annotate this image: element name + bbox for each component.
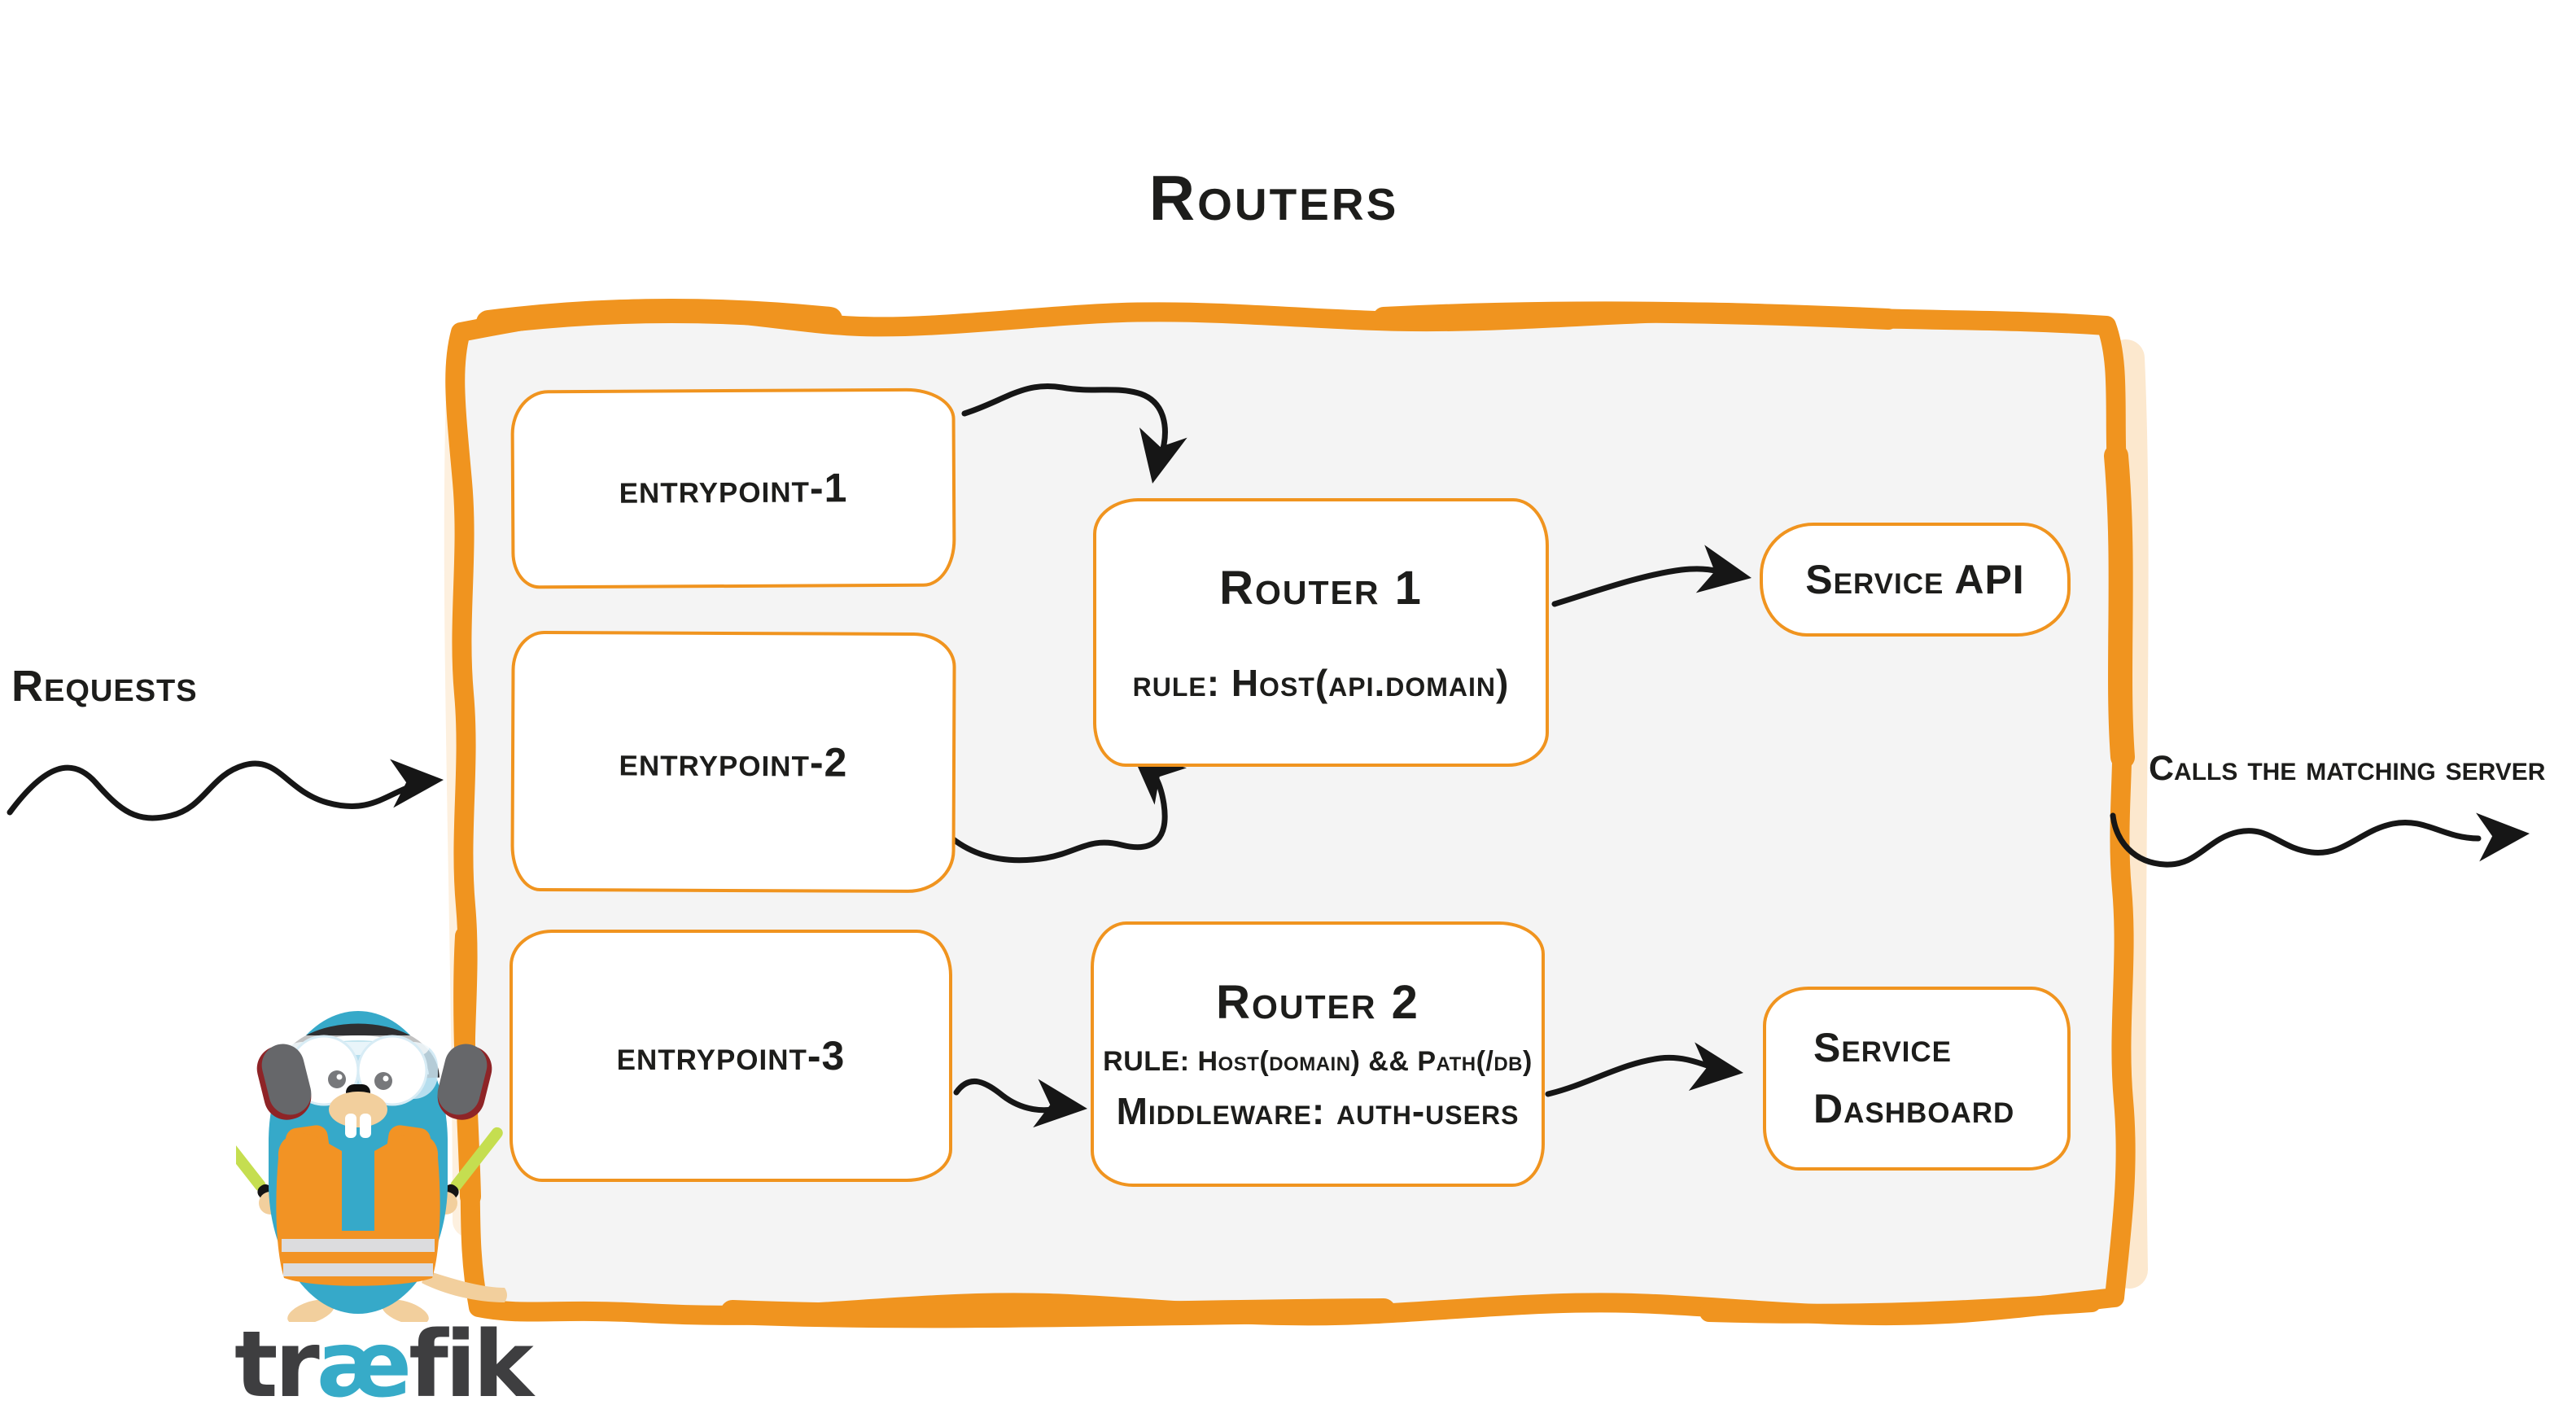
arrow-entrypoint3-to-router2 (953, 1079, 1066, 1114)
arrow-router1-to-serviceapi (1551, 566, 1730, 607)
wordmark-tr: tr (234, 1312, 320, 1418)
service-api-node: Service API (1760, 523, 2071, 637)
service-dashboard-label: Service Dashboard (1813, 1025, 2015, 1131)
wordmark-ae: æ (316, 1312, 412, 1418)
router-2-rule: RULE: Host(domain) && Path(/db) (1103, 1046, 1533, 1077)
traefik-wordmark: træfik (234, 1312, 534, 1418)
arrow-requests (7, 760, 414, 821)
service-api-label: Service API (1805, 557, 2025, 602)
entrypoint-2-label: entrypoint-2 (619, 738, 848, 786)
arrow-entrypoint2-to-router1 (945, 759, 1168, 864)
entrypoint-3-label: entrypoint-3 (616, 1033, 846, 1079)
router-2-middleware: Middleware: auth-users (1116, 1090, 1520, 1132)
router-2-title: Router 2 (1216, 976, 1419, 1029)
requests-label: Requests (11, 662, 198, 711)
arrow-entrypoint1-to-router1 (961, 383, 1168, 461)
router-2-node: Router 2 RULE: Host(domain) && Path(/db)… (1091, 921, 1545, 1187)
arrow-router2-to-servicedashboard (1545, 1054, 1722, 1097)
entrypoint-2-node: entrypoint-2 (510, 630, 956, 894)
brush-accents (453, 299, 2135, 1328)
arrow-calls-matching-server (2110, 812, 2482, 868)
wordmark-fik: fik (409, 1312, 534, 1418)
entrypoint-1-node: entrypoint-1 (510, 387, 956, 589)
router-1-rule: rule: Host(api.domain) (1132, 661, 1510, 704)
calls-matching-server-label: Calls the matching server (2149, 749, 2546, 788)
traefik-gopher-icon (236, 1011, 507, 1322)
entrypoint-3-node: entrypoint-3 (510, 930, 952, 1182)
router-1-title: Router 1 (1219, 561, 1423, 615)
entrypoint-1-label: entrypoint-1 (619, 465, 848, 512)
page-title: Routers (1148, 162, 1399, 234)
router-1-node: Router 1 rule: Host(api.domain) (1093, 498, 1549, 767)
service-dashboard-node: Service Dashboard (1763, 987, 2071, 1171)
